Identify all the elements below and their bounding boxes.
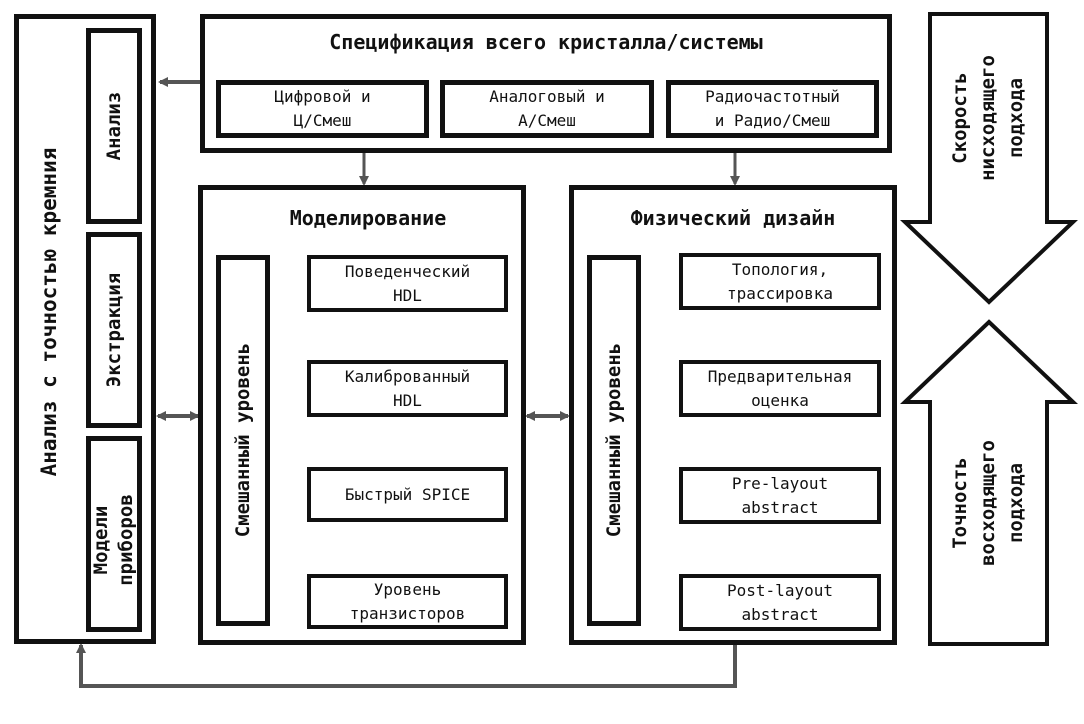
- device-models-box: [86, 436, 142, 632]
- modeling-mixed-level-label: Смешанный уровень: [232, 342, 254, 538]
- extraction-label: Экстракция: [103, 272, 125, 388]
- analysis-label: Анализ: [103, 91, 125, 161]
- preliminary-estimate-box: Предварительная оценка: [679, 360, 881, 417]
- silicon-accuracy-label: Анализ с точностью кремния: [37, 147, 61, 477]
- spec-title: Спецификация всего кристалла/системы: [329, 30, 763, 54]
- fast-spice-label: Быстрый SPICE: [344, 484, 471, 504]
- calibrated-hdl-label: Калиброванный HDL: [344, 366, 471, 410]
- down-arrow-shape: [900, 12, 1078, 305]
- up-arrow-label: Точность восходящего подхода: [949, 440, 1027, 566]
- modeling-title: Моделирование: [289, 206, 447, 230]
- physical-mixed-level-box: [587, 255, 641, 626]
- behavioral-hdl-box: Поведенческий HDL: [307, 255, 508, 312]
- modeling-mixed-level-box: [216, 255, 270, 626]
- post-layout-abstract-box: Post-layout abstract: [679, 574, 881, 631]
- spec-rf-label: Радиочастотный и Радио/Смеш: [705, 87, 840, 130]
- pre-layout-abstract-label: Pre-layout abstract: [731, 473, 829, 517]
- spec-analog-box: Аналоговый и А/Смеш: [440, 80, 654, 138]
- transistor-level-label: Уровень транзисторов: [349, 579, 466, 623]
- spec-analog-label: Аналоговый и А/Смеш: [489, 87, 605, 130]
- transistor-level-box: Уровень транзисторов: [307, 574, 508, 629]
- up-arrow-shape: [900, 319, 1078, 646]
- analysis-box: [86, 28, 142, 224]
- pre-layout-abstract-box: Pre-layout abstract: [679, 467, 881, 524]
- topology-routing-label: Топология, трассировка: [727, 259, 833, 303]
- post-layout-abstract-label: Post-layout abstract: [727, 580, 833, 624]
- connector-feedback-loop: [76, 643, 737, 688]
- fast-spice-box: Быстрый SPICE: [307, 467, 508, 522]
- physical-design-title: Физический дизайн: [630, 206, 836, 230]
- preliminary-estimate-label: Предварительная оценка: [707, 366, 853, 410]
- topology-routing-box: Топология, трассировка: [679, 253, 881, 310]
- physical-mixed-level-label: Смешанный уровень: [603, 342, 625, 538]
- spec-rf-box: Радиочастотный и Радио/Смеш: [666, 80, 879, 138]
- device-models-label: Модели приборов: [90, 494, 137, 586]
- spec-digital-label: Цифровой и Ц/Смеш: [274, 87, 371, 130]
- calibrated-hdl-box: Калиброванный HDL: [307, 360, 508, 417]
- extraction-box: [86, 232, 142, 428]
- down-arrow-label: Скорость нисходящего подхода: [949, 55, 1027, 181]
- behavioral-hdl-label: Поведенческий HDL: [344, 261, 471, 305]
- spec-digital-box: Цифровой и Ц/Смеш: [216, 80, 429, 138]
